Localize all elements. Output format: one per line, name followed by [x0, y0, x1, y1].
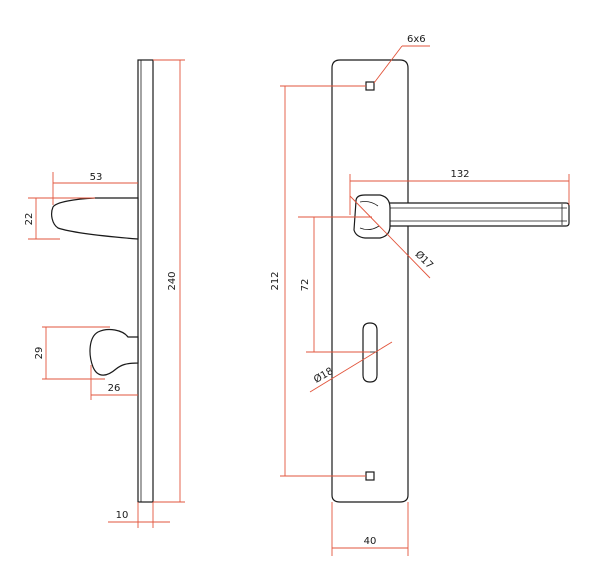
dim-label-72: 72 — [300, 279, 311, 292]
dim-label-d17: Ø17 — [413, 248, 436, 271]
rosette-detail-bottom — [359, 225, 380, 230]
dim-label-40: 40 — [364, 536, 377, 547]
dim-side-plate-height: 240 — [153, 59, 185, 503]
front-view: 6x6 212 132 Ø17 72 — [270, 34, 570, 556]
dim-front-plate-width: 40 — [331, 502, 409, 556]
dim-side-lever-height: 22 — [24, 197, 95, 240]
dim-label-29: 29 — [34, 347, 45, 360]
dim-label-132: 132 — [450, 169, 469, 180]
side-plate — [137, 59, 154, 503]
dim-front-lever-length: 132 — [349, 169, 570, 215]
top-screw-hole — [365, 81, 375, 91]
dim-label-6x6: 6x6 — [407, 34, 426, 45]
dim-side-knob-projection: 26 — [90, 365, 138, 400]
front-thumb-turn — [362, 322, 378, 383]
front-plate — [331, 59, 409, 503]
side-view: 53 22 240 29 26 — [24, 59, 185, 528]
dim-side-plate-thickness: 10 — [108, 502, 170, 528]
side-knob — [89, 328, 139, 376]
dim-front-center-distance: 72 — [298, 216, 372, 353]
dim-side-lever-projection: 53 — [52, 172, 138, 205]
dim-side-knob-height: 29 — [34, 326, 110, 380]
dim-label-10: 10 — [116, 510, 129, 521]
dim-front-hole-spacing: 212 — [270, 85, 366, 477]
bottom-screw-hole — [365, 471, 375, 481]
rosette-detail-top — [359, 201, 379, 207]
dim-label-240: 240 — [167, 271, 178, 290]
dim-label-26: 26 — [108, 383, 121, 394]
dim-front-hole-size: 6x6 — [373, 34, 430, 84]
dim-label-53: 53 — [90, 172, 103, 183]
dim-label-22: 22 — [24, 213, 35, 226]
side-lever — [51, 197, 139, 240]
front-lever-bar — [377, 202, 570, 227]
dim-label-212: 212 — [270, 271, 281, 290]
